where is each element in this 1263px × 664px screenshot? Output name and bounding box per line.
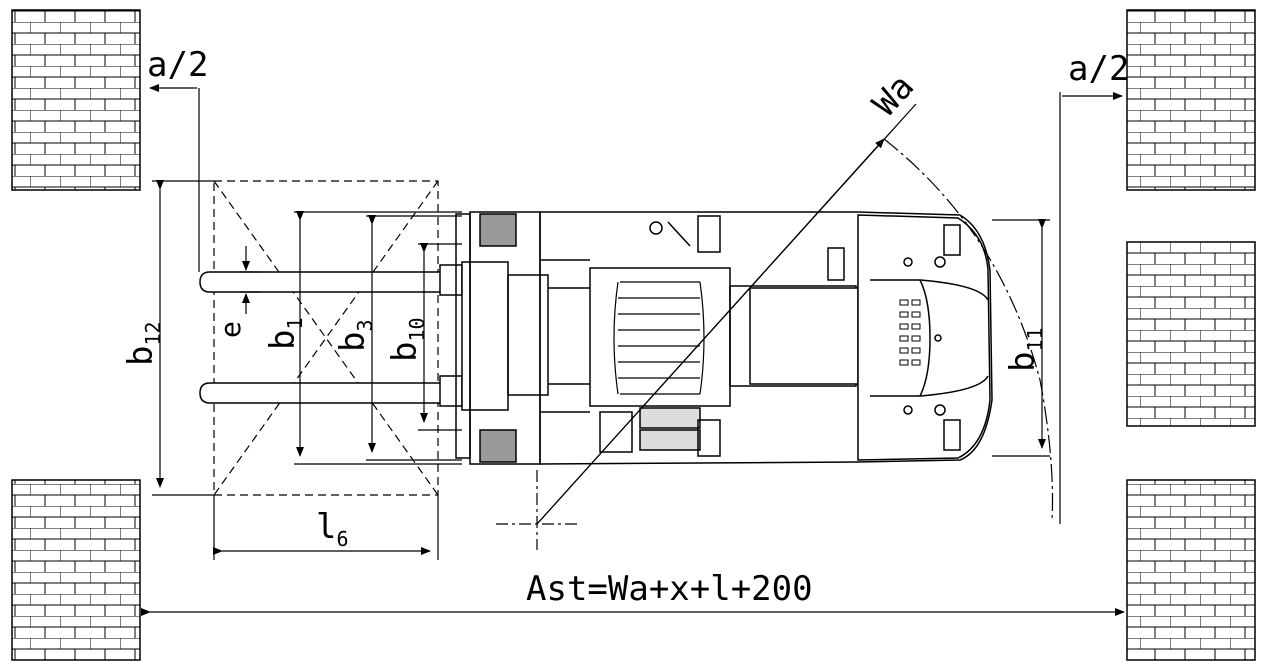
rack-bottom-right	[1126, 479, 1256, 661]
rack-top-right	[1126, 9, 1256, 191]
dim-wa	[496, 103, 1054, 550]
label-b11: b11	[1003, 327, 1047, 372]
label-a-half-right: a/2	[1068, 49, 1129, 89]
label-wa: Wa	[865, 67, 922, 124]
pallet	[213, 180, 439, 496]
operator-compartment	[589, 267, 731, 407]
dim-a-half-right	[1059, 92, 1123, 524]
dim-b10	[418, 243, 462, 431]
dim-a-half-left	[149, 84, 200, 272]
label-ast-formula: Ast=Wa+x+l+200	[526, 569, 813, 609]
label-l6: l6	[316, 507, 349, 551]
racks	[11, 9, 1256, 661]
rack-top-left	[11, 9, 141, 191]
dim-l6	[213, 495, 439, 560]
label-b3: b3	[333, 319, 377, 352]
dim-b11	[992, 219, 1050, 457]
rack-bottom-left	[11, 479, 141, 661]
labels: a/2 a/2 Wa b12 e b1 b3 b10 b11 l6 Ast=Wa…	[121, 45, 1129, 609]
label-a-half-left: a/2	[147, 45, 208, 85]
label-b10: b10	[385, 317, 429, 362]
label-b1: b1	[263, 317, 307, 350]
dim-b3	[366, 215, 462, 461]
label-b12: b12	[121, 321, 165, 366]
turning-arc	[883, 138, 1054, 521]
fork-bottom	[199, 382, 462, 404]
dim-e	[240, 246, 260, 314]
forklift	[455, 211, 993, 465]
chassis	[539, 211, 993, 465]
dim-b12	[152, 180, 214, 496]
fork-carriage	[461, 261, 509, 411]
rack-middle-right	[1126, 241, 1256, 427]
dim-b1	[294, 211, 462, 465]
label-e: e	[214, 321, 247, 338]
fork-top	[199, 271, 462, 293]
counterweight	[857, 214, 991, 461]
